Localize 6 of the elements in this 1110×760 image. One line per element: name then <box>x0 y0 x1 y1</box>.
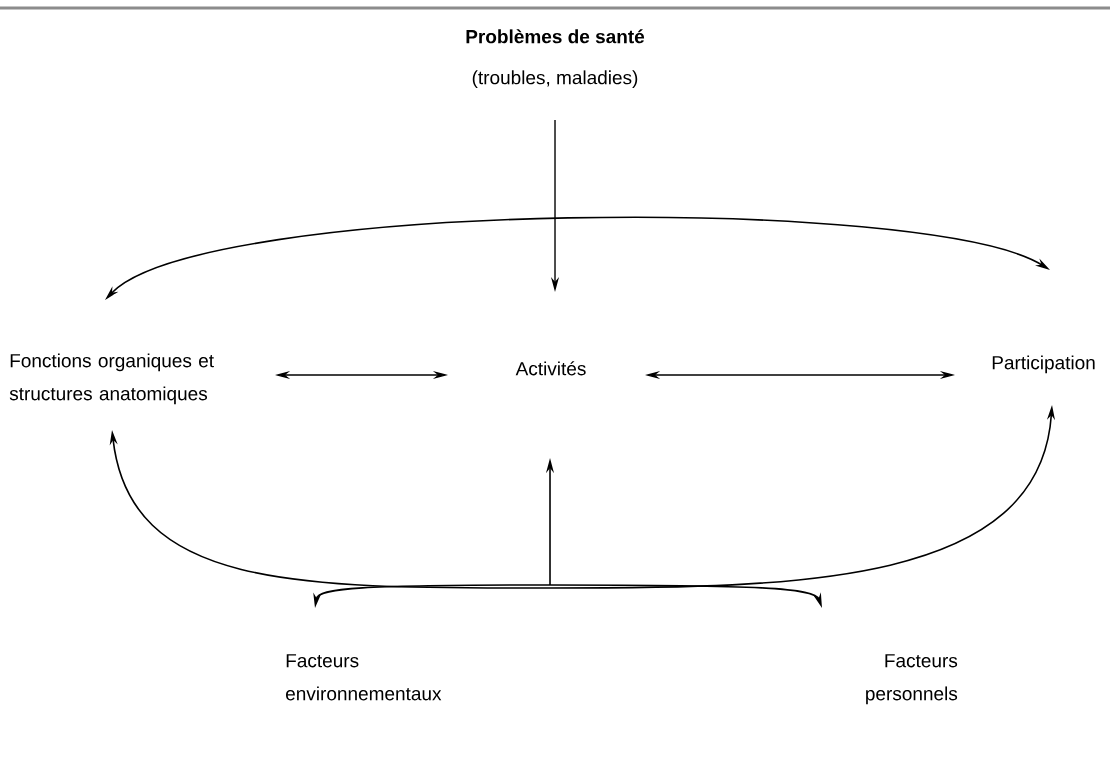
component-label: Facteurs personnels <box>866 654 958 705</box>
component-label: Problèmes de santé (troubles, maladies) <box>466 29 645 89</box>
component-label: Activités <box>515 361 586 376</box>
component-label: Participation <box>992 355 1095 374</box>
component-label: Fonctions organiques et structures anatomiques <box>9 353 214 405</box>
component-label: Facteurs environnementaux <box>286 654 442 701</box>
